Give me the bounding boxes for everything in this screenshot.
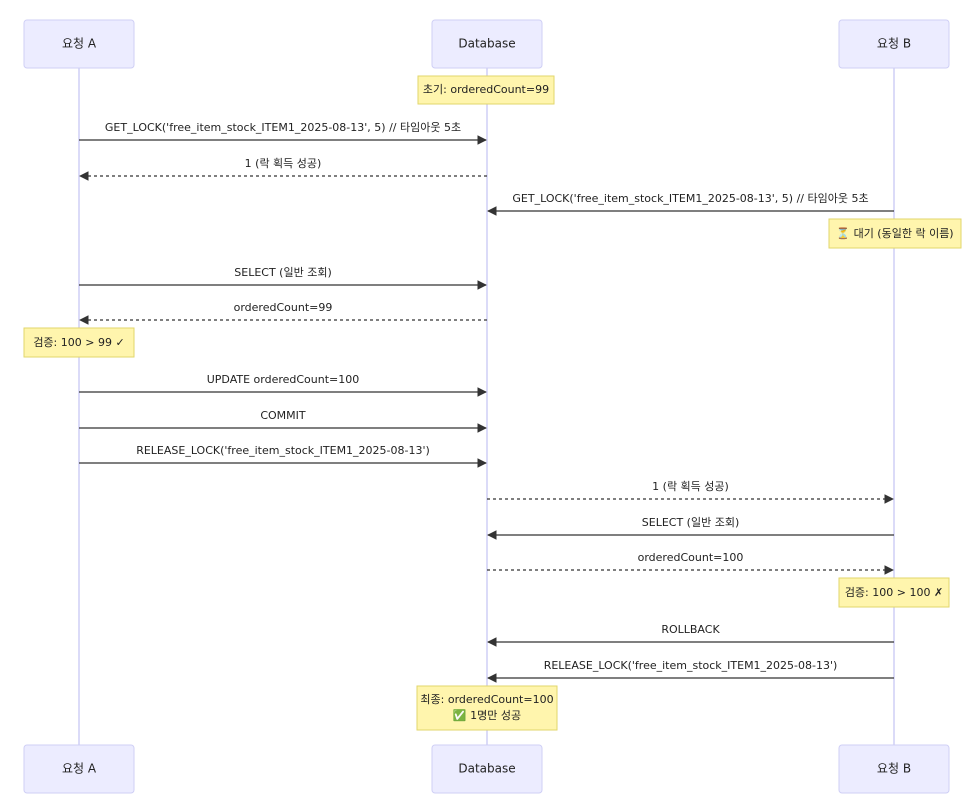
message-label-6: UPDATE orderedCount=100 [207,373,360,386]
message-label-1: GET_LOCK('free_item_stock_ITEM1_2025-08-… [105,121,461,134]
actor-b-top: 요청 B [838,19,950,69]
actor-db-top: Database [431,19,543,69]
message-label-11: orderedCount=100 [638,551,744,564]
message-label-7: COMMIT [260,409,306,422]
actor-b-top-label: 요청 B [877,37,911,51]
message-label-9: 1 (락 획득 성공) [652,480,729,493]
message-label-3: GET_LOCK('free_item_stock_ITEM1_2025-08-… [512,192,868,205]
note-initial: 초기: orderedCount=99 [417,75,555,105]
message-label-13: RELEASE_LOCK('free_item_stock_ITEM1_2025… [544,659,838,672]
actor-a-top-label: 요청 A [62,37,97,51]
actor-db-top-label: Database [458,37,515,51]
actor-a-bottom: 요청 A [23,744,135,794]
note-final: 최종: orderedCount=100 ✅ 1명만 성공 [416,685,558,731]
messages-group: GET_LOCK('free_item_stock_ITEM1_2025-08-… [79,121,894,683]
message-label-4: SELECT (일반 조회) [234,265,331,279]
note-initial-text: 초기: orderedCount=99 [423,83,549,96]
actor-a-bottom-label: 요청 A [62,762,97,776]
note-a-verify: 검증: 100 > 99 ✓ [23,327,135,358]
note-b-verify-text: 검증: 100 > 100 ✗ [845,586,943,599]
note-b-verify: 검증: 100 > 100 ✗ [838,577,950,608]
message-label-2: 1 (락 획득 성공) [245,157,322,170]
actor-a-top: 요청 A [23,19,135,69]
note-b-wait: ⏳ 대기 (동일한 락 이름) [828,218,962,249]
message-label-8: RELEASE_LOCK('free_item_stock_ITEM1_2025… [136,444,430,457]
message-label-5: orderedCount=99 [234,301,333,314]
note-b-wait-text: ⏳ 대기 (동일한 락 이름) [836,226,953,240]
actor-db-bottom: Database [431,744,543,794]
message-label-10: SELECT (일반 조회) [642,515,739,529]
actor-db-bottom-label: Database [458,762,515,776]
message-label-12: ROLLBACK [661,623,720,636]
note-final-line1: 최종: orderedCount=100 [420,693,553,706]
note-final-line2: ✅ 1명만 성공 [453,709,521,722]
actor-b-bottom-label: 요청 B [877,762,911,776]
note-a-verify-text: 검증: 100 > 99 ✓ [33,336,124,349]
actor-b-bottom: 요청 B [838,744,950,794]
